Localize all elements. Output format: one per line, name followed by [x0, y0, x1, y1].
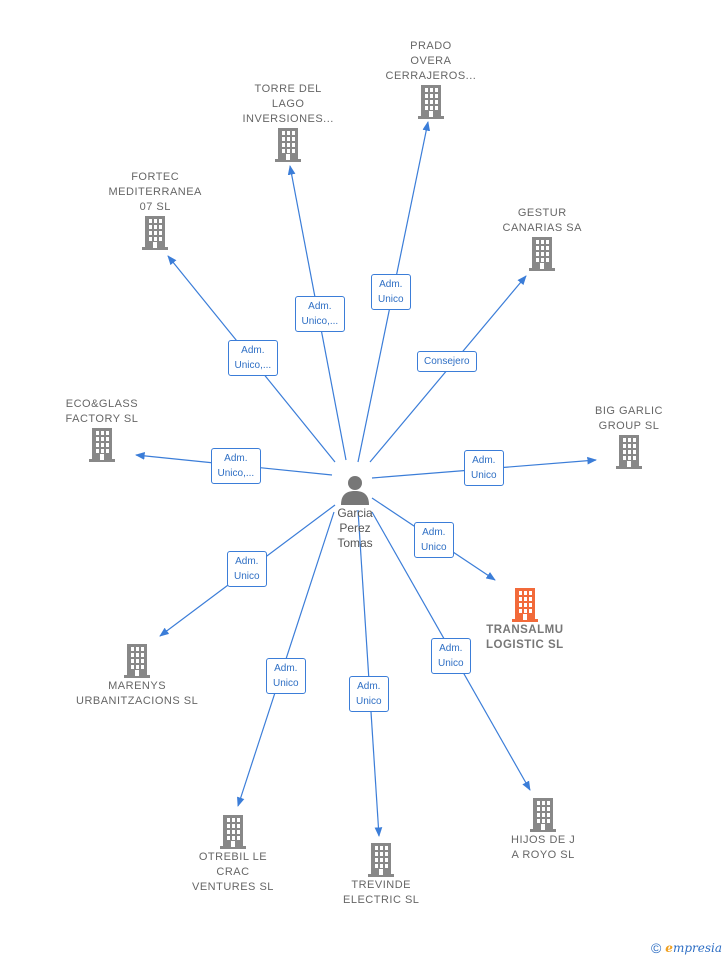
- building-icon: [529, 237, 556, 271]
- person-name: Garcia Perez Tomas: [337, 506, 373, 550]
- building-icon: [275, 128, 302, 162]
- company-node-hijos[interactable]: HIJOS DE J A ROYO SL: [511, 797, 575, 863]
- company-name: OTREBIL LE CRAC VENTURES SL: [192, 851, 274, 893]
- role-label-hijos[interactable]: Adm. Unico: [431, 638, 471, 674]
- role-label-fortec[interactable]: Adm. Unico,...: [227, 340, 279, 376]
- footer-brand: © empresia: [651, 940, 722, 956]
- building-icon: [142, 216, 169, 250]
- edge-trevinde: [357, 509, 383, 837]
- company-node-gestur[interactable]: GESTUR CANARIAS SA: [503, 206, 582, 272]
- role-label-transalmu[interactable]: Adm. Unico: [414, 522, 454, 558]
- company-name: HIJOS DE J A ROYO SL: [511, 834, 576, 861]
- role-label-marenys[interactable]: Adm. Unico: [227, 551, 267, 587]
- building-icon: [615, 435, 642, 469]
- building-icon: [511, 588, 538, 622]
- company-node-fortec[interactable]: FORTEC MEDITERRANEA 07 SL: [109, 170, 202, 251]
- company-name: BIG GARLIC GROUP SL: [595, 405, 663, 432]
- company-name: TREVINDE ELECTRIC SL: [343, 879, 420, 906]
- company-name: MARENYS URBANITZACIONS SL: [76, 680, 199, 707]
- person-node[interactable]: Garcia Perez Tomas: [326, 474, 384, 551]
- building-icon: [88, 428, 115, 462]
- role-label-otrebil[interactable]: Adm. Unico: [266, 658, 306, 694]
- company-name: FORTEC MEDITERRANEA 07 SL: [108, 171, 202, 213]
- company-node-transalmu[interactable]: TRANSALMU LOGISTIC SL: [486, 587, 564, 653]
- role-label-gestur[interactable]: Consejero: [417, 350, 477, 372]
- building-icon: [368, 843, 395, 877]
- company-node-prado[interactable]: PRADO OVERA CERRAJEROS...: [386, 39, 477, 120]
- building-icon: [219, 815, 246, 849]
- brand-logo[interactable]: empresia: [665, 941, 722, 955]
- company-node-otrebil[interactable]: OTREBIL LE CRAC VENTURES SL: [192, 814, 274, 895]
- building-icon: [530, 798, 557, 832]
- company-name: GESTUR CANARIAS SA: [502, 207, 582, 234]
- company-node-trevinde[interactable]: TREVINDE ELECTRIC SL: [343, 842, 419, 908]
- company-name: ECO&GLASS FACTORY SL: [65, 398, 139, 425]
- company-name: PRADO OVERA CERRAJEROS...: [385, 40, 477, 82]
- company-node-marenys[interactable]: MARENYS URBANITZACIONS SL: [76, 643, 198, 709]
- role-label-eco[interactable]: Adm. Unico,...: [210, 448, 262, 484]
- company-node-eco[interactable]: ECO&GLASS FACTORY SL: [66, 397, 139, 463]
- company-node-biggarlic[interactable]: BIG GARLIC GROUP SL: [595, 404, 663, 470]
- role-label-biggarlic[interactable]: Adm. Unico: [464, 450, 504, 486]
- company-node-torre[interactable]: TORRE DEL LAGO INVERSIONES...: [243, 82, 334, 163]
- company-name: TORRE DEL LAGO INVERSIONES...: [242, 83, 334, 125]
- building-icon: [124, 644, 151, 678]
- person-icon: [341, 476, 369, 505]
- role-label-trevinde[interactable]: Adm. Unico: [349, 676, 389, 712]
- building-icon: [417, 85, 444, 119]
- role-label-torre[interactable]: Adm. Unico,...: [294, 296, 346, 332]
- copyright-icon: ©: [650, 940, 662, 956]
- role-label-prado[interactable]: Adm. Unico: [371, 274, 411, 310]
- company-name: TRANSALMU LOGISTIC SL: [486, 624, 564, 651]
